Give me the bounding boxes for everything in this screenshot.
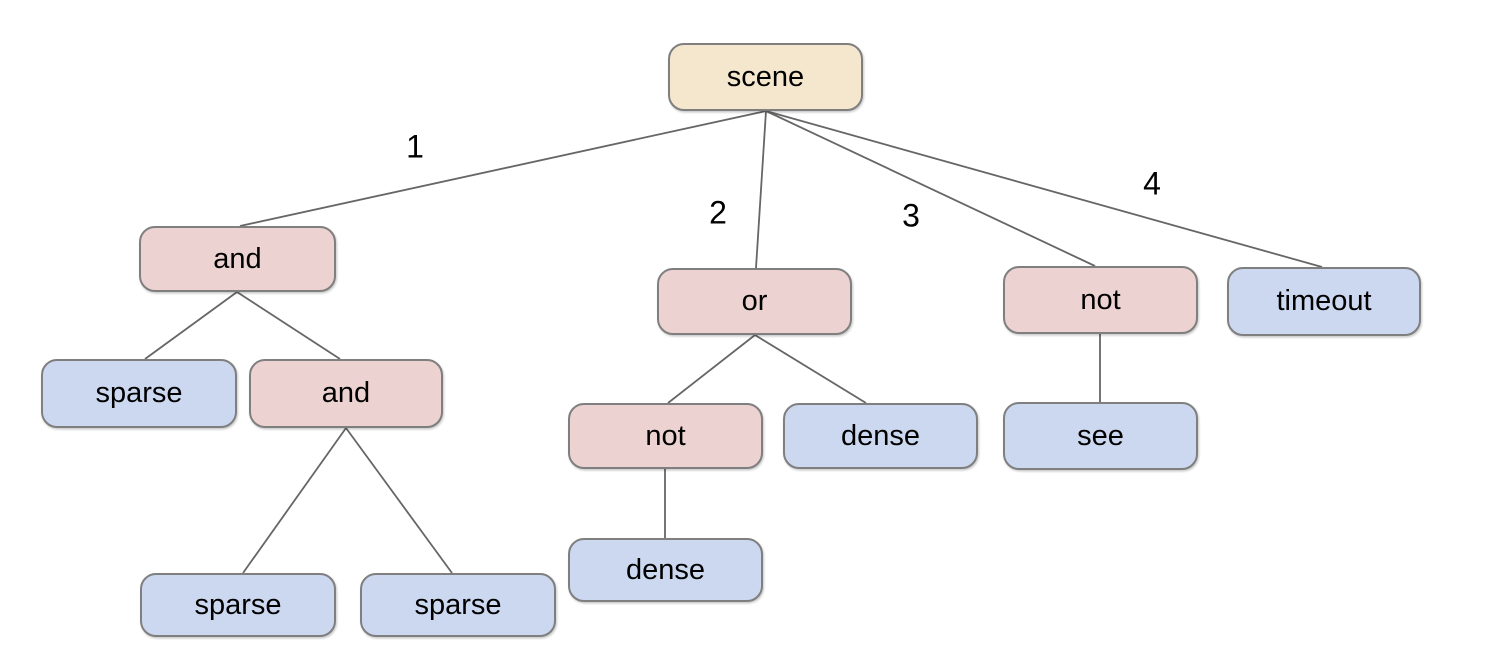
node-sparse-2: sparse xyxy=(140,573,336,637)
node-scene: scene xyxy=(668,43,863,111)
edge-scene-and xyxy=(239,110,767,227)
edge-scene-or xyxy=(755,110,767,269)
edge-scene-timeout xyxy=(765,110,1323,268)
node-sparse-3: sparse xyxy=(360,573,556,637)
node-see: see xyxy=(1003,402,1198,470)
node-and-2: and xyxy=(249,359,443,428)
edge-label-4: 4 xyxy=(1143,165,1161,202)
node-not-2: not xyxy=(568,403,763,469)
edge-scene-not xyxy=(765,110,1096,267)
node-dense-2: dense xyxy=(568,538,763,602)
edge-and-and xyxy=(236,291,341,360)
edge-and2-sparse-right xyxy=(345,427,453,574)
node-timeout: timeout xyxy=(1227,267,1421,336)
edge-or-not xyxy=(667,334,756,404)
node-and-1: and xyxy=(139,226,336,292)
edge-and-sparse xyxy=(144,291,238,360)
edge-or-dense xyxy=(754,334,867,404)
node-sparse-1: sparse xyxy=(41,359,237,428)
node-dense-1: dense xyxy=(783,403,978,469)
node-or: or xyxy=(657,268,852,335)
edge-label-3: 3 xyxy=(902,197,920,234)
edge-label-2: 2 xyxy=(709,194,727,231)
edge-and2-sparse-left xyxy=(242,427,347,574)
node-not-1: not xyxy=(1003,266,1198,334)
edge-label-1: 1 xyxy=(406,128,424,165)
